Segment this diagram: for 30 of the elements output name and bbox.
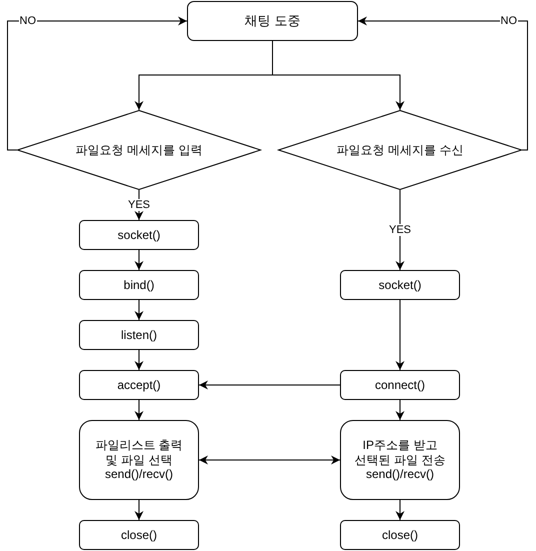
arrow <box>396 500 404 520</box>
edge-label: NO <box>500 14 518 26</box>
edge-label: NO <box>18 14 37 26</box>
process-box: accept() <box>79 370 199 400</box>
arrow <box>134 300 144 320</box>
process-box: 파일리스트 출력 및 파일 선택 send()/recv() <box>79 420 199 500</box>
process-box: close() <box>340 520 460 550</box>
process-box: IP주소를 받고 선택된 파일 전송 send()/recv() <box>340 420 460 500</box>
arrow <box>134 250 144 270</box>
process-box: socket() <box>79 220 199 250</box>
process-box: connect() <box>340 370 460 400</box>
arrow <box>7 16 188 150</box>
process-box: listen() <box>79 320 199 350</box>
edge-label: YES <box>388 224 412 236</box>
arrow <box>134 400 144 420</box>
arrow <box>396 400 404 420</box>
process-box: socket() <box>340 270 460 300</box>
decision-diamond: 파일요청 메세지를 입력 <box>17 110 261 190</box>
process-box: bind() <box>79 270 199 300</box>
process-box: 채팅 도중 <box>187 1 358 41</box>
process-box: close() <box>79 520 199 550</box>
arrow <box>396 300 404 370</box>
arrow <box>134 500 144 520</box>
arrow <box>134 350 144 370</box>
decision-diamond: 파일요청 메세지를 수신 <box>278 110 522 190</box>
arrow <box>198 380 340 390</box>
double-arrow <box>198 456 340 464</box>
arrow <box>358 16 528 150</box>
edge-label: YES <box>127 199 152 211</box>
arrow <box>272 40 404 110</box>
